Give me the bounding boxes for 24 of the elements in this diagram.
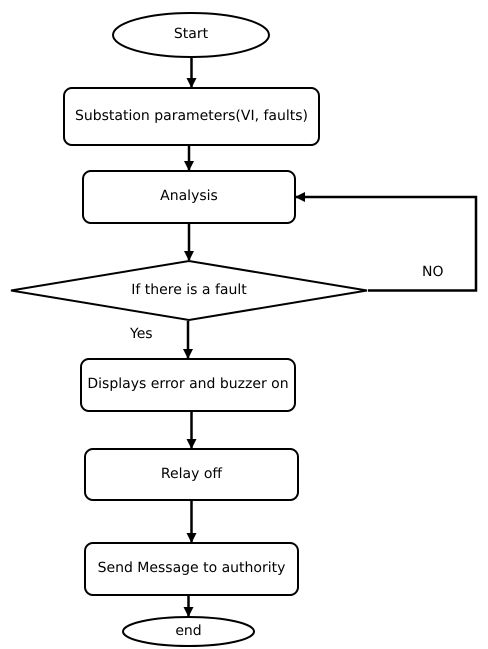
arrow bbox=[186, 412, 196, 449]
node-text: Relay off bbox=[160, 466, 224, 484]
arrow bbox=[295, 192, 478, 292]
arrow bbox=[186, 501, 196, 543]
process-box bbox=[80, 358, 296, 412]
end-terminal bbox=[122, 616, 255, 647]
arrow bbox=[184, 596, 194, 617]
start-terminal bbox=[112, 12, 270, 58]
node-text: Substation parameters(VI, faults) bbox=[74, 108, 310, 126]
arrow bbox=[184, 146, 194, 171]
decision-diamond bbox=[10, 260, 368, 321]
process-box bbox=[63, 87, 320, 146]
node-text: Start bbox=[172, 26, 210, 44]
node-text: Send Message to authority bbox=[96, 560, 286, 578]
arrow bbox=[186, 58, 196, 88]
process-box bbox=[82, 170, 296, 224]
process-box bbox=[84, 448, 299, 501]
node-text: Displays error and buzzer on bbox=[86, 376, 290, 394]
node-text: If there is a fault bbox=[130, 282, 248, 300]
process-box bbox=[84, 542, 299, 596]
arrow bbox=[184, 224, 194, 261]
node-text: Analysis bbox=[159, 188, 219, 206]
arrow bbox=[183, 321, 193, 359]
node-text: end bbox=[174, 622, 203, 640]
